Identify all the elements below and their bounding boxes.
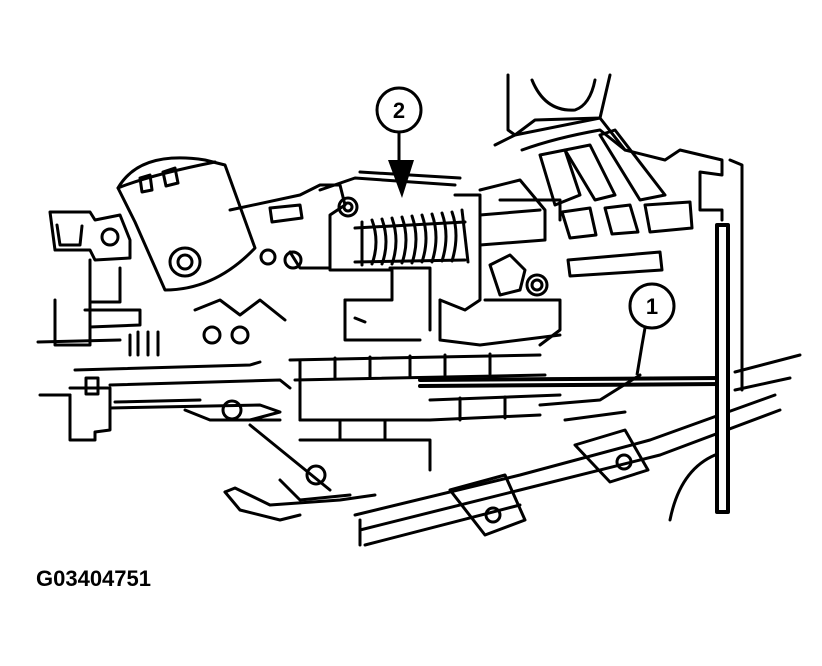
callout-1-number: 1: [646, 294, 658, 319]
solenoid-cylinder: [116, 156, 257, 292]
figure-id-label: G03404751: [36, 566, 151, 591]
rod: [418, 223, 730, 514]
valve-body-center: [228, 170, 482, 342]
manual-shaft: [38, 360, 377, 522]
arrow-down-icon: [388, 160, 414, 198]
spring: [353, 208, 470, 267]
right-fittings: [438, 253, 562, 347]
left-bracket: [36, 210, 142, 347]
lower-blocks: [288, 352, 562, 472]
rails-and-brackets: [353, 353, 802, 547]
callout-1: 1: [628, 282, 676, 376]
callout-2-number: 2: [393, 98, 405, 123]
upper-housing: [478, 73, 744, 392]
detent-pins: [128, 298, 287, 357]
callout-2: 2: [375, 86, 423, 198]
